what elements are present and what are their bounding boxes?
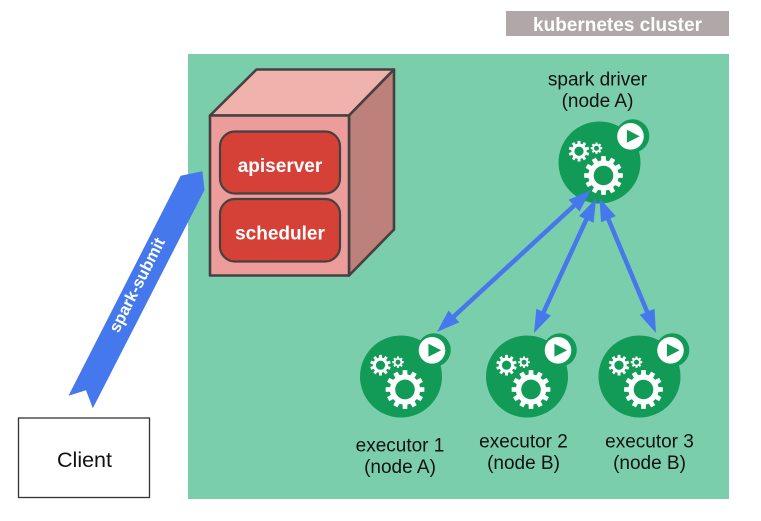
svg-text:(node A): (node A)	[562, 91, 634, 112]
svg-text:apiserver: apiserver	[238, 156, 323, 177]
svg-text:executor 1: executor 1	[356, 436, 445, 457]
svg-text:Client: Client	[57, 448, 112, 472]
svg-text:executor 2: executor 2	[479, 432, 568, 453]
svg-text:(node B): (node B)	[613, 453, 686, 474]
svg-text:executor 3: executor 3	[605, 432, 694, 453]
svg-text:(node B): (node B)	[487, 453, 560, 474]
svg-text:(node A): (node A)	[364, 457, 436, 478]
svg-text:kubernetes cluster: kubernetes cluster	[533, 15, 703, 36]
svg-text:scheduler: scheduler	[235, 224, 325, 245]
svg-text:spark driver: spark driver	[548, 69, 648, 90]
